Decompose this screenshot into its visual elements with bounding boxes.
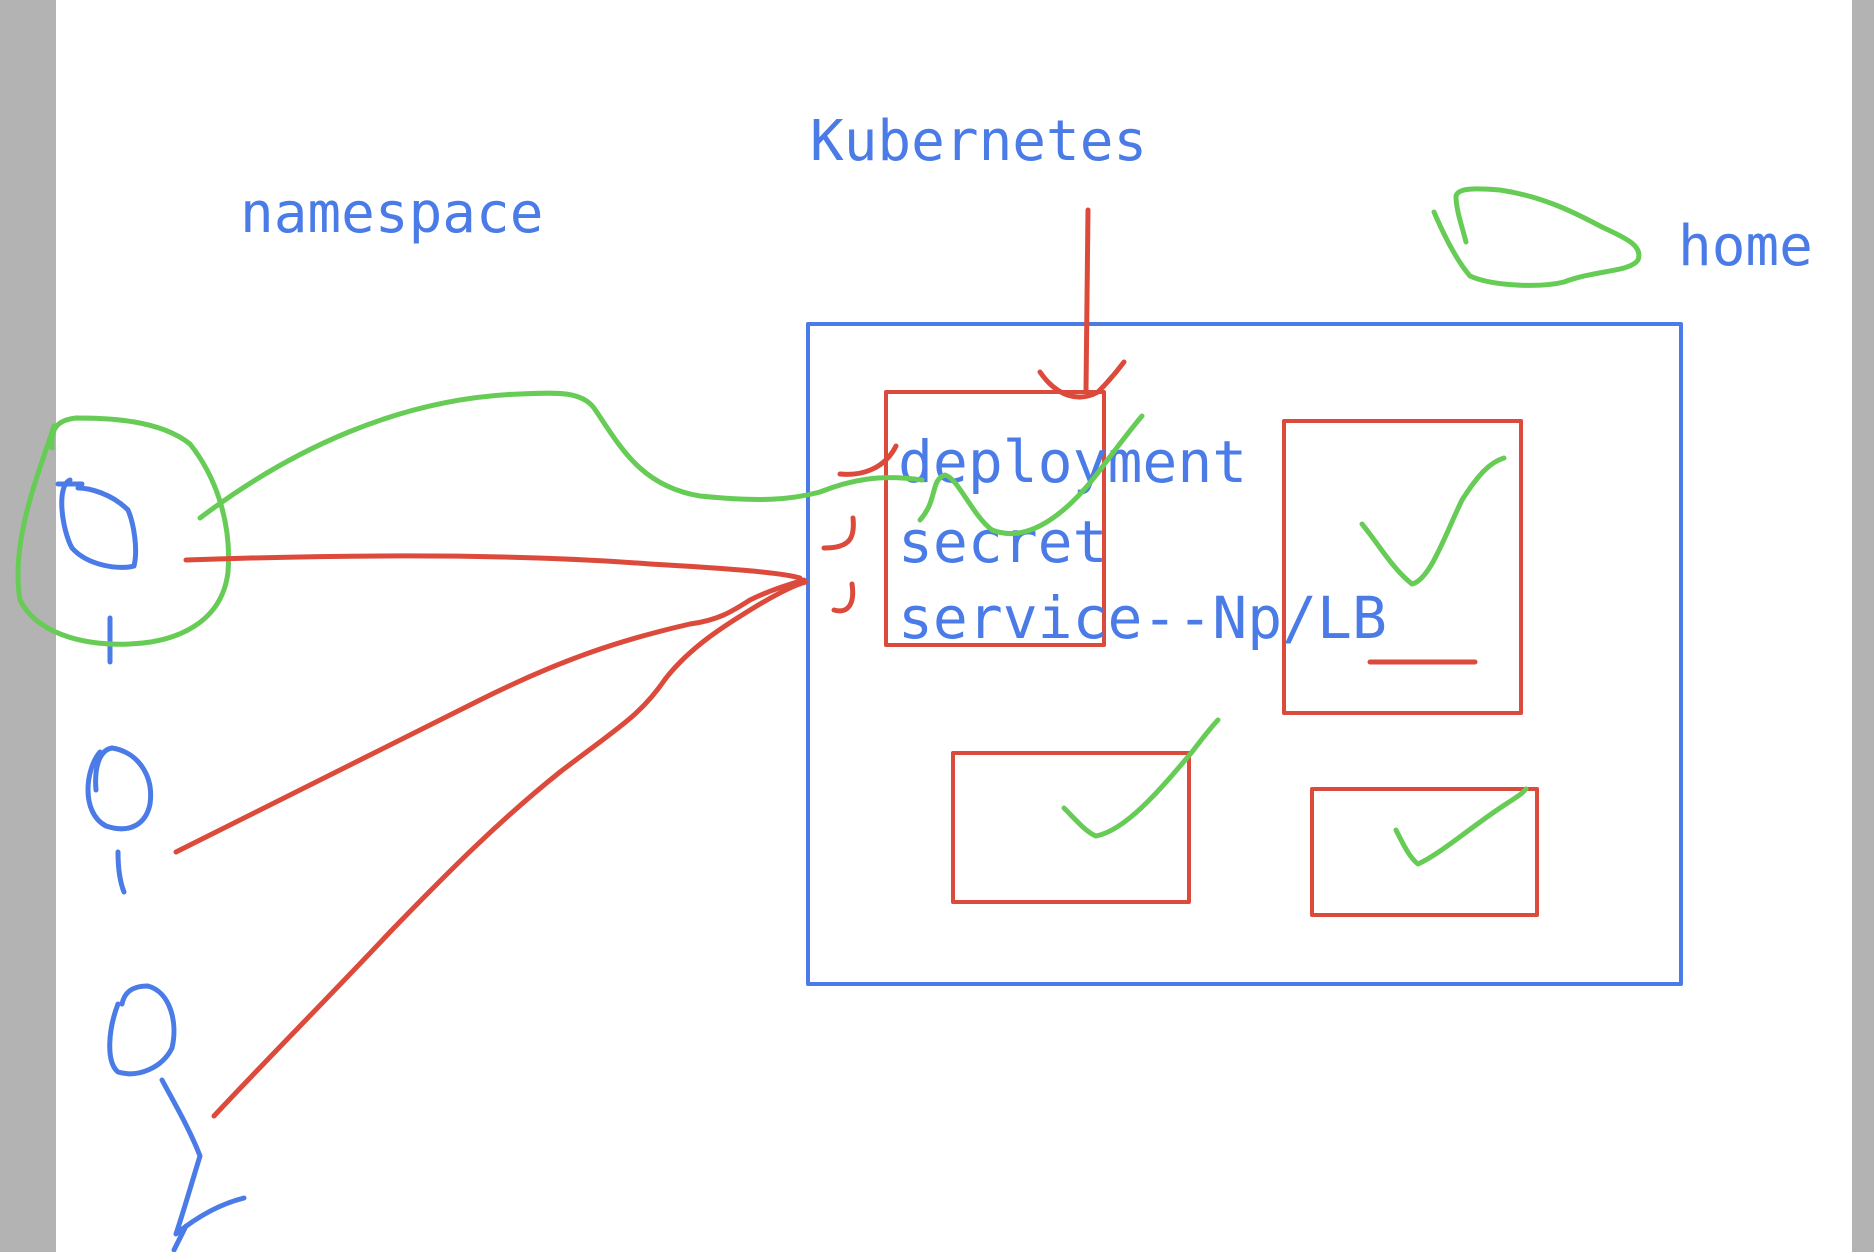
cluster-box xyxy=(806,322,1683,986)
namespace-tick-2 xyxy=(115,849,127,895)
service-box xyxy=(1282,419,1523,715)
namespace-doodle-3 xyxy=(107,983,177,1077)
kubernetes-arrow-head xyxy=(1037,359,1127,400)
check-mark-deployment xyxy=(917,413,1145,537)
red-connector-3 xyxy=(211,579,809,1119)
green-selection-circle xyxy=(15,415,232,647)
deployment-label: deployment xyxy=(898,428,1247,496)
check-mark-service xyxy=(1359,455,1507,587)
namespace-label: namespace xyxy=(240,181,543,246)
bracket-mark-1 xyxy=(837,443,899,477)
right-gutter xyxy=(1852,0,1874,1252)
service-label: service--Np/LB xyxy=(898,584,1387,652)
namespace-doodle-2 xyxy=(85,745,154,832)
deployment-box xyxy=(884,390,1106,647)
namespace-branch xyxy=(159,1077,247,1252)
home-label: home xyxy=(1678,214,1813,279)
red-connector-1 xyxy=(183,553,803,581)
secret-label: secret xyxy=(898,508,1108,576)
red-connector-2 xyxy=(173,577,807,855)
pod-box-1 xyxy=(951,751,1191,904)
kubernetes-arrow xyxy=(1083,207,1091,393)
pod-box-2 xyxy=(1310,787,1539,917)
check-mark-pod-1 xyxy=(1061,717,1221,839)
green-connector xyxy=(197,390,925,521)
kubernetes-label: Kubernetes xyxy=(810,109,1147,174)
bracket-mark-3 xyxy=(831,581,856,614)
namespace-doodle-1 xyxy=(55,477,139,570)
bracket-mark-2 xyxy=(821,515,856,551)
home-scribble xyxy=(1431,186,1642,288)
check-mark-pod-2 xyxy=(1393,786,1529,867)
